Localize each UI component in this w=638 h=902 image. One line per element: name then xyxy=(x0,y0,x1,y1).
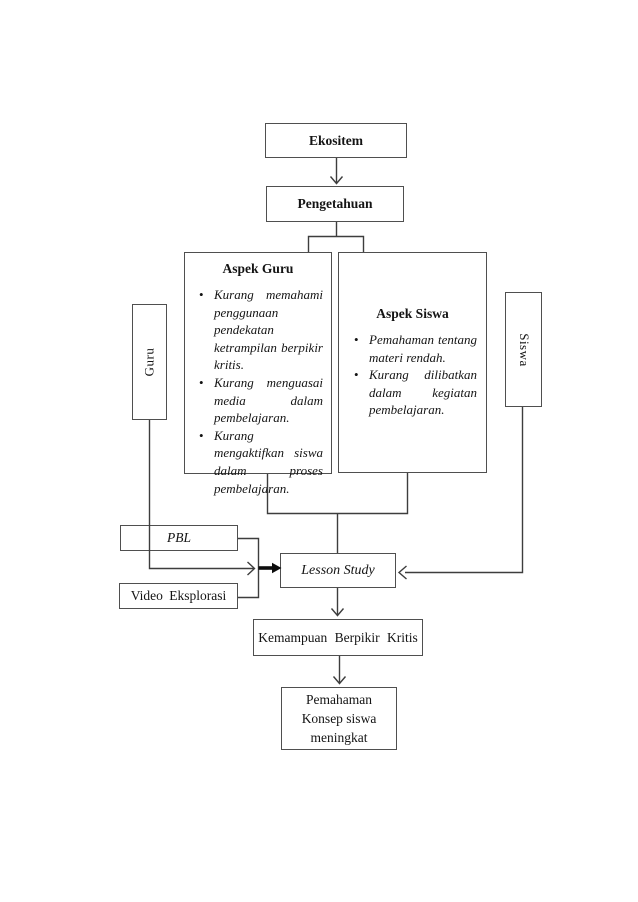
connector-video-to-junction xyxy=(238,568,260,599)
aspek-siswa-bullet-1: Pemahaman tentang materi rendah. xyxy=(348,331,477,366)
video-eksplorasi-label: Video Eksplorasi xyxy=(130,588,227,603)
aspek-guru-box: Aspek Guru Kurang memahami penggunaan pe… xyxy=(184,252,332,496)
connector-pengetahuan-split xyxy=(307,222,365,252)
guru-label: Guru xyxy=(141,347,157,377)
siswa-label: Siswa xyxy=(516,332,532,367)
pemahaman-line-2: Konsep siswa xyxy=(301,711,377,726)
thick-arrow-into-lesson-study-icon xyxy=(258,562,282,574)
pengetahuan-label: Pengetahuan xyxy=(297,196,373,211)
lesson-study-box: Lesson Study xyxy=(280,553,396,588)
aspek-guru-title: Aspek Guru xyxy=(222,261,294,276)
connector-pbl-to-junction xyxy=(238,537,260,568)
siswa-box: Siswa xyxy=(505,292,542,407)
pemahaman-line-3: meningkat xyxy=(310,730,368,745)
video-eksplorasi-box: Video Eksplorasi xyxy=(119,583,238,609)
pengetahuan-box: Pengetahuan xyxy=(266,186,404,222)
pemahaman-konsep-box: Pemahaman Konsep siswa meningkat xyxy=(281,687,397,750)
aspek-guru-bullet-2: Kurang menguasai media dalam pembelajara… xyxy=(193,374,323,427)
ekositem-label: Ekositem xyxy=(309,132,363,148)
pbl-box: PBL xyxy=(120,525,238,551)
guru-box: Guru xyxy=(132,304,167,420)
arrow-kemampuan-to-pemahaman-icon xyxy=(332,656,347,685)
arrow-ekositem-to-pengetahuan-icon xyxy=(329,158,344,185)
aspek-siswa-bullet-2: Kurang dilibatkan dalam kegiatan pembela… xyxy=(348,366,477,419)
lesson-study-label: Lesson Study xyxy=(301,562,375,578)
aspek-siswa-bullet-list: Pemahaman tentang materi rendah. Kurang … xyxy=(348,331,477,419)
pbl-label: PBL xyxy=(166,530,191,545)
arrow-lesson-study-to-kemampuan-icon xyxy=(330,588,345,617)
ekositem-box: Ekositem xyxy=(265,123,407,158)
pemahaman-line-1: Pemahaman xyxy=(306,692,372,707)
aspek-siswa-title: Aspek Siswa xyxy=(376,306,449,322)
kemampuan-berpikir-kritis-box: Kemampuan Berpikir Kritis xyxy=(253,619,423,656)
aspek-guru-bullet-3: Kurang mengaktifkan siswa dalam proses p… xyxy=(193,427,323,497)
aspek-guru-bullet-1: Kurang memahami penggunaan pendekatan ke… xyxy=(193,286,323,374)
aspek-siswa-box: Aspek Siswa Pemahaman tentang materi ren… xyxy=(338,252,487,473)
kemampuan-label: Kemampuan Berpikir Kritis xyxy=(258,629,418,645)
aspek-guru-bullet-list: Kurang memahami penggunaan pendekatan ke… xyxy=(193,286,323,497)
